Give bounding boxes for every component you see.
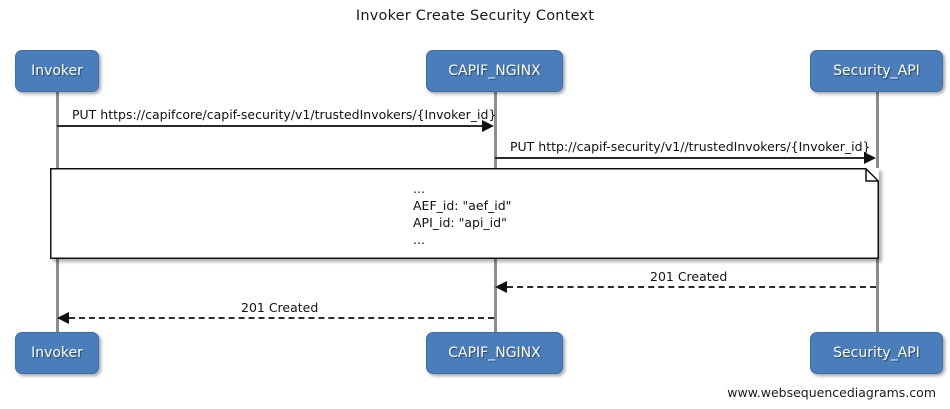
participant-box-capif-nginx-bottom[interactable]: CAPIF_NGINX <box>426 332 563 374</box>
message-line-1 <box>57 125 484 127</box>
participant-label-security-api-bottom: Security_API <box>833 345 920 361</box>
participant-label-invoker-top: Invoker <box>31 63 83 79</box>
message-line-3 <box>507 286 876 288</box>
participant-box-invoker-bottom[interactable]: Invoker <box>15 332 99 374</box>
message-arrowhead-1 <box>482 120 494 132</box>
message-line-4 <box>69 317 494 319</box>
participant-label-invoker-bottom: Invoker <box>31 345 83 361</box>
message-label-3: 201 Created <box>650 269 728 284</box>
participant-box-capif-nginx-top[interactable]: CAPIF_NGINX <box>426 50 563 92</box>
note-box: ... AEF_id: "aef_id" API_id: "api_id" ..… <box>50 168 879 259</box>
note-shape <box>50 168 879 259</box>
message-arrowhead-4 <box>57 312 69 324</box>
message-label-4: 201 Created <box>241 300 319 315</box>
participant-box-invoker-top[interactable]: Invoker <box>15 50 99 92</box>
message-line-2 <box>495 157 866 159</box>
message-label-1: PUT https://capifcore/capif-security/v1/… <box>72 107 497 122</box>
message-label-2: PUT http://capif-security/v1//trustedInv… <box>510 139 871 154</box>
participant-box-security-api-bottom[interactable]: Security_API <box>810 332 943 374</box>
message-arrowhead-3 <box>495 281 507 293</box>
message-arrowhead-2 <box>864 152 876 164</box>
watermark-link[interactable]: www.websequencediagrams.com <box>727 385 936 400</box>
diagram-title: Invoker Create Security Context <box>355 8 595 24</box>
participant-label-capif-nginx-bottom: CAPIF_NGINX <box>448 345 541 361</box>
participant-label-capif-nginx-top: CAPIF_NGINX <box>448 63 541 79</box>
participant-box-security-api-top[interactable]: Security_API <box>810 50 943 92</box>
participant-label-security-api-top: Security_API <box>833 63 920 79</box>
note-text: ... AEF_id: "aef_id" API_id: "api_id" ..… <box>413 181 512 247</box>
